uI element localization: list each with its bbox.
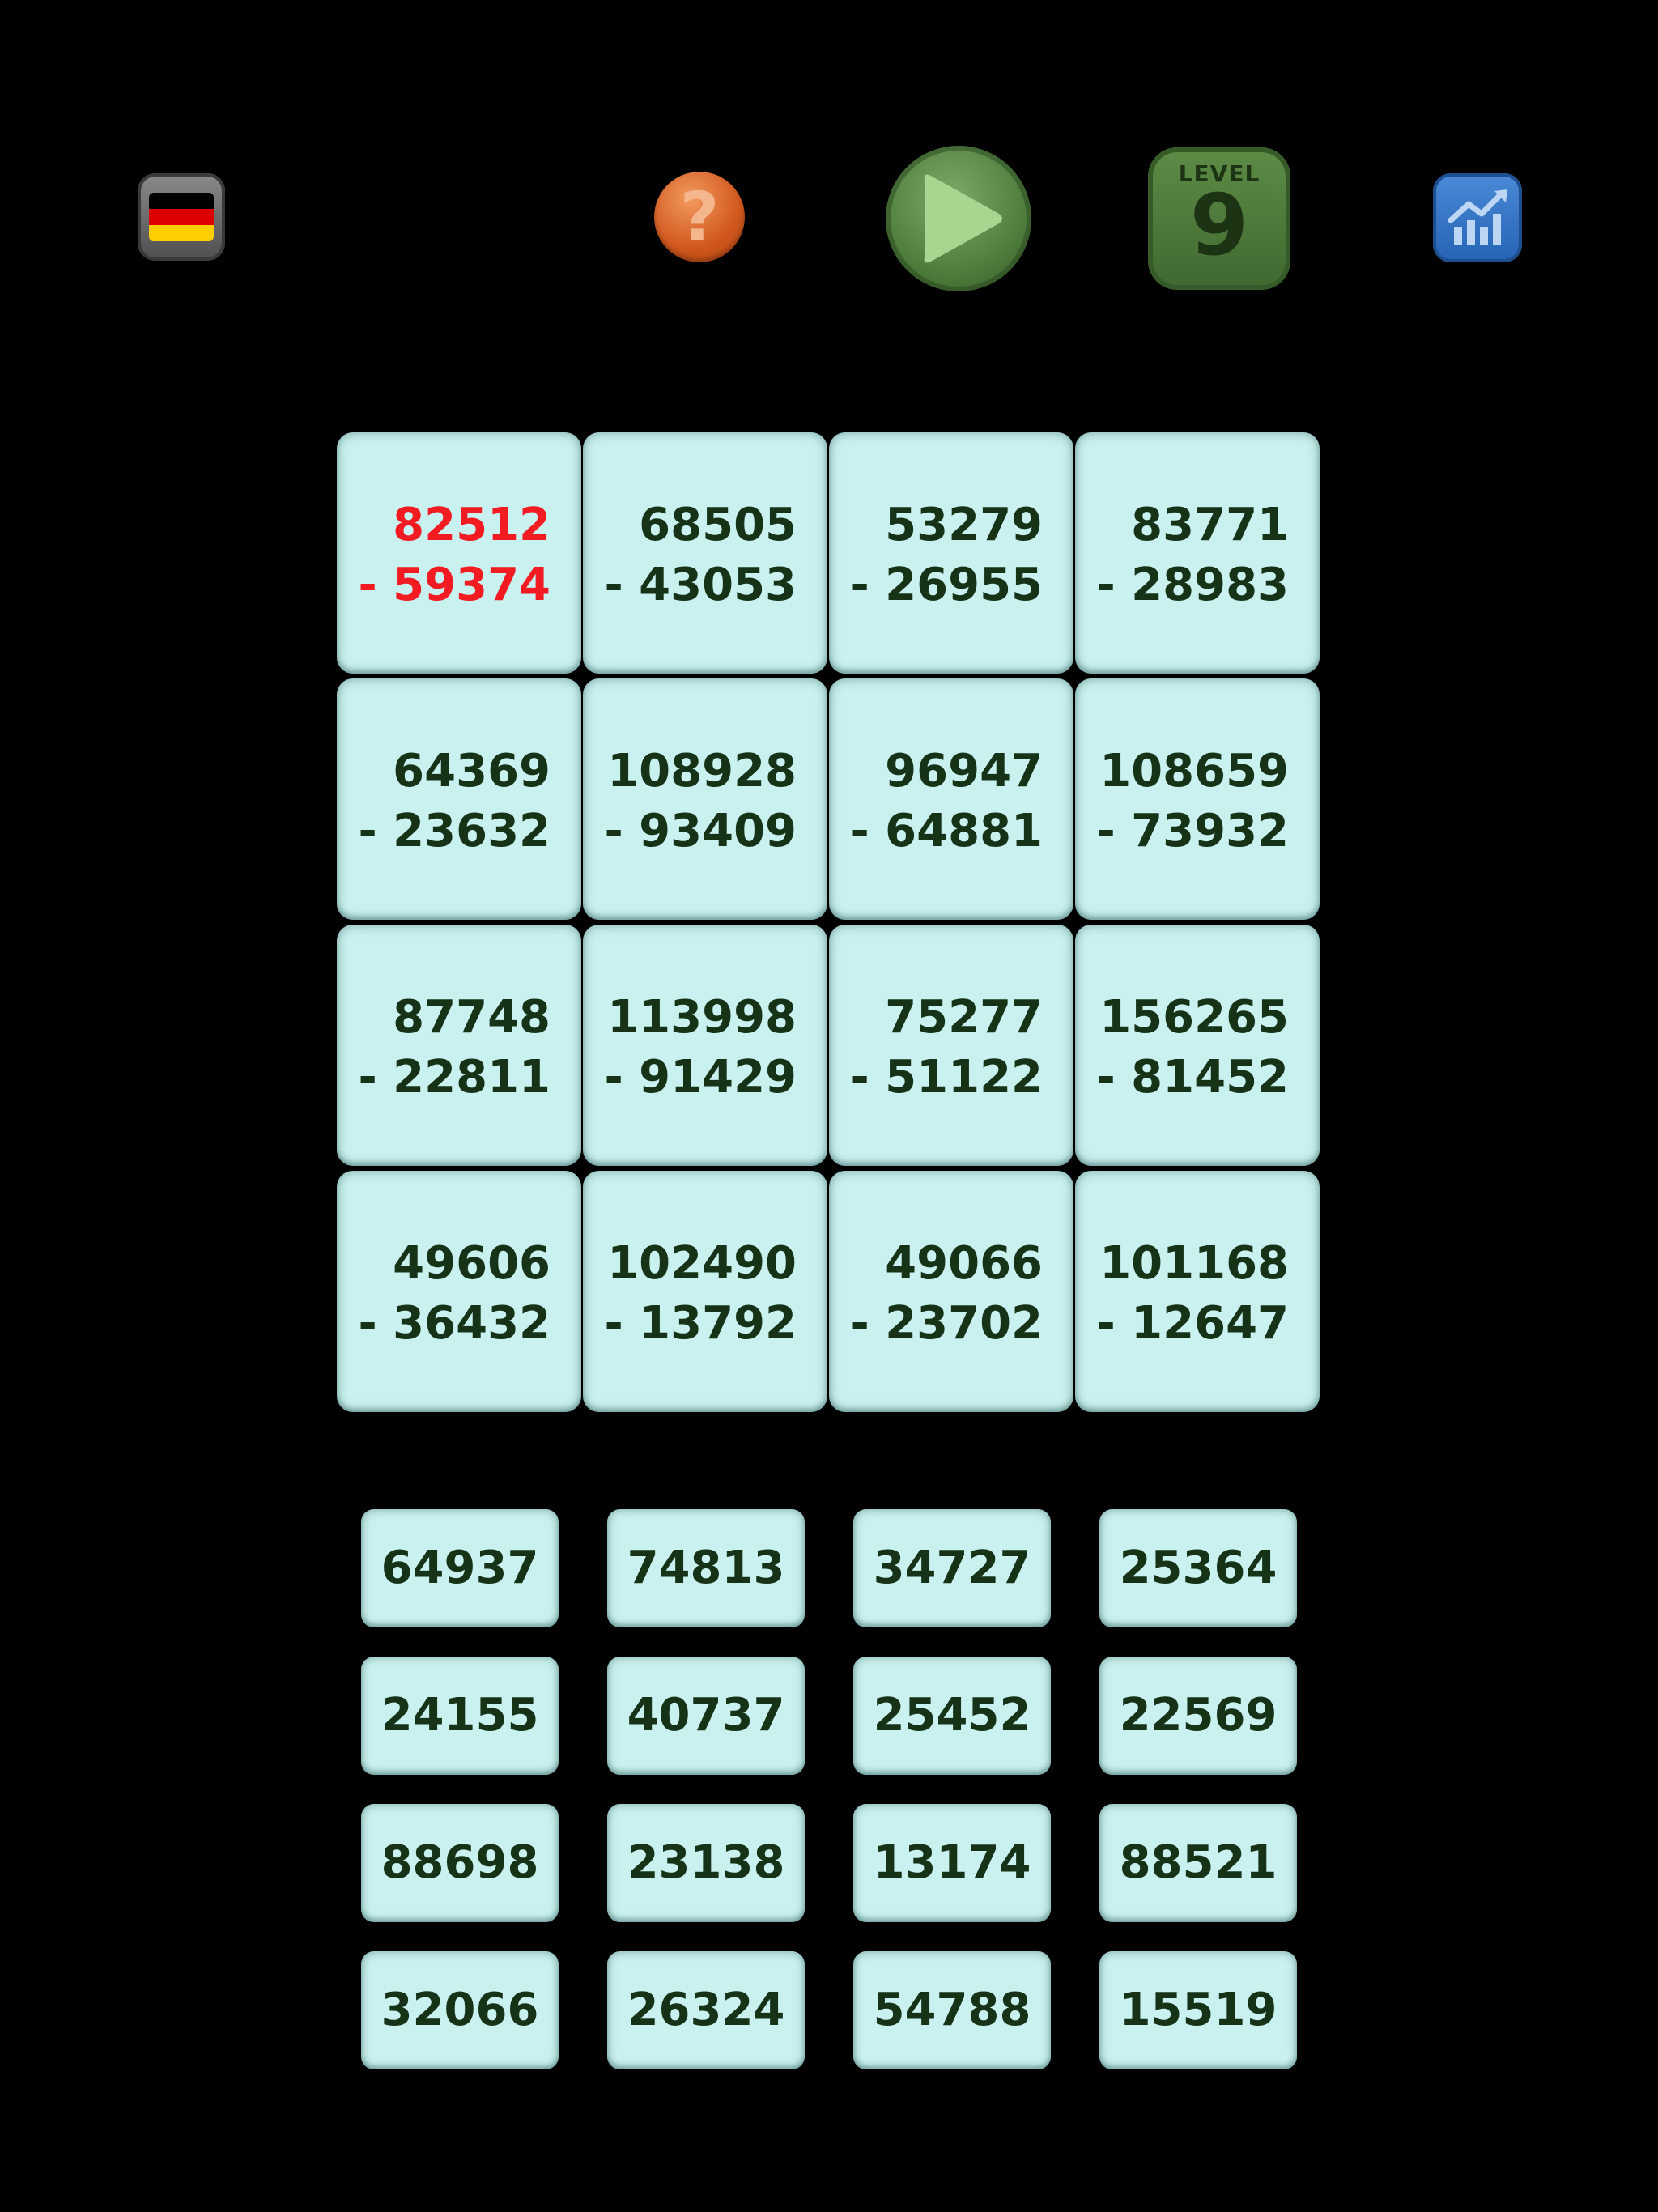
problem-expression: 113998 - 91429 — [604, 988, 797, 1108]
answer-button[interactable]: 24155 — [361, 1657, 559, 1775]
problem-expression: 75277 - 51122 — [850, 988, 1043, 1108]
problem-tile[interactable]: 49066 - 23702 — [829, 1171, 1073, 1412]
level-number: 9 — [1189, 176, 1249, 274]
problem-expression: 83771 - 28983 — [1096, 496, 1289, 615]
minuend: 83771 — [1131, 499, 1289, 551]
germany-flag-icon — [149, 193, 214, 241]
minuend: 113998 — [607, 991, 797, 1044]
problem-tile[interactable]: 83771 - 28983 — [1075, 432, 1320, 674]
subtrahend: - 23632 — [358, 805, 551, 857]
play-button[interactable] — [886, 146, 1031, 291]
minuend: 49066 — [885, 1237, 1043, 1290]
answer-options: 64937 74813 34727 25364 24155 40737 25452 22569… — [361, 1509, 1300, 2071]
subtrahend: - 51122 — [850, 1051, 1043, 1104]
minuend: 101168 — [1099, 1237, 1289, 1290]
problem-tile[interactable]: 101168 - 12647 — [1075, 1171, 1320, 1412]
subtrahend: - 81452 — [1096, 1051, 1289, 1104]
problem-expression: 49066 - 23702 — [850, 1234, 1043, 1354]
problem-board: 82512 - 59374 68505 - 43053 53279 - 26955 8377… — [337, 432, 1324, 1417]
problem-tile[interactable]: 82512 - 59374 — [337, 432, 581, 674]
problem-tile[interactable]: 113998 - 91429 — [583, 925, 827, 1166]
minuend: 87748 — [393, 991, 551, 1044]
answer-button[interactable]: 40737 — [607, 1657, 805, 1775]
answer-button[interactable]: 88698 — [361, 1804, 559, 1922]
bar-chart-trend-icon — [1448, 189, 1507, 245]
problem-tile[interactable]: 156265 - 81452 — [1075, 925, 1320, 1166]
answer-button[interactable]: 32066 — [361, 1951, 559, 2069]
subtrahend: - 59374 — [358, 559, 551, 611]
problem-tile[interactable]: 87748 - 22811 — [337, 925, 581, 1166]
problem-expression: 87748 - 22811 — [358, 988, 551, 1108]
answer-button[interactable]: 64937 — [361, 1509, 559, 1627]
subtrahend: - 64881 — [850, 805, 1043, 857]
problem-tile[interactable]: 64369 - 23632 — [337, 678, 581, 920]
answer-button[interactable]: 34727 — [853, 1509, 1051, 1627]
minuend: 108659 — [1099, 745, 1289, 798]
subtrahend: - 91429 — [604, 1051, 797, 1104]
problem-expression: 82512 - 59374 — [358, 496, 551, 615]
problem-expression: 64369 - 23632 — [358, 742, 551, 861]
answer-button[interactable]: 22569 — [1099, 1657, 1297, 1775]
problem-expression: 102490 - 13792 — [604, 1234, 797, 1354]
problem-tile[interactable]: 102490 - 13792 — [583, 1171, 827, 1412]
answer-button[interactable]: 13174 — [853, 1804, 1051, 1922]
problem-expression: 53279 - 26955 — [850, 496, 1043, 615]
minuend: 64369 — [393, 745, 551, 798]
subtrahend: - 28983 — [1096, 559, 1289, 611]
problem-tile[interactable]: 75277 - 51122 — [829, 925, 1073, 1166]
answer-button[interactable]: 25364 — [1099, 1509, 1297, 1627]
problem-tile[interactable]: 49606 - 36432 — [337, 1171, 581, 1412]
minuend: 82512 — [393, 499, 551, 551]
top-toolbar: ? LEVEL 9 — [0, 0, 1658, 324]
problem-expression: 108928 - 93409 — [604, 742, 797, 861]
subtrahend: - 93409 — [604, 805, 797, 857]
minuend: 49606 — [393, 1237, 551, 1290]
subtrahend: - 43053 — [604, 559, 797, 611]
problem-expression: 156265 - 81452 — [1096, 988, 1289, 1108]
minuend: 96947 — [885, 745, 1043, 798]
answer-button[interactable]: 54788 — [853, 1951, 1051, 2069]
subtrahend: - 22811 — [358, 1051, 551, 1104]
subtrahend: - 23702 — [850, 1297, 1043, 1350]
answer-button[interactable]: 15519 — [1099, 1951, 1297, 2069]
problem-tile[interactable]: 108928 - 93409 — [583, 678, 827, 920]
problem-tile[interactable]: 68505 - 43053 — [583, 432, 827, 674]
answer-button[interactable]: 74813 — [607, 1509, 805, 1627]
answer-button[interactable]: 25452 — [853, 1657, 1051, 1775]
subtrahend: - 12647 — [1096, 1297, 1289, 1350]
problem-tile[interactable]: 53279 - 26955 — [829, 432, 1073, 674]
minuend: 68505 — [639, 499, 797, 551]
minuend: 156265 — [1099, 991, 1289, 1044]
answer-button[interactable]: 88521 — [1099, 1804, 1297, 1922]
minuend: 53279 — [885, 499, 1043, 551]
statistics-button[interactable] — [1433, 173, 1522, 262]
subtrahend: - 13792 — [604, 1297, 797, 1350]
problem-expression: 108659 - 73932 — [1096, 742, 1289, 861]
problem-expression: 101168 - 12647 — [1096, 1234, 1289, 1354]
minuend: 102490 — [607, 1237, 797, 1290]
subtrahend: - 36432 — [358, 1297, 551, 1350]
language-button[interactable] — [138, 173, 225, 261]
problem-expression: 49606 - 36432 — [358, 1234, 551, 1354]
question-mark-icon: ? — [679, 177, 720, 257]
subtrahend: - 26955 — [850, 559, 1043, 611]
help-button[interactable]: ? — [654, 172, 745, 262]
level-button[interactable]: LEVEL 9 — [1148, 147, 1290, 290]
answer-button[interactable]: 23138 — [607, 1804, 805, 1922]
play-icon — [924, 174, 1002, 263]
problem-tile[interactable]: 108659 - 73932 — [1075, 678, 1320, 920]
level-label: LEVEL — [1178, 160, 1261, 187]
minuend: 108928 — [607, 745, 797, 798]
problem-tile[interactable]: 96947 - 64881 — [829, 678, 1073, 920]
answer-button[interactable]: 26324 — [607, 1951, 805, 2069]
problem-expression: 68505 - 43053 — [604, 496, 797, 615]
subtrahend: - 73932 — [1096, 805, 1289, 857]
minuend: 75277 — [885, 991, 1043, 1044]
problem-expression: 96947 - 64881 — [850, 742, 1043, 861]
